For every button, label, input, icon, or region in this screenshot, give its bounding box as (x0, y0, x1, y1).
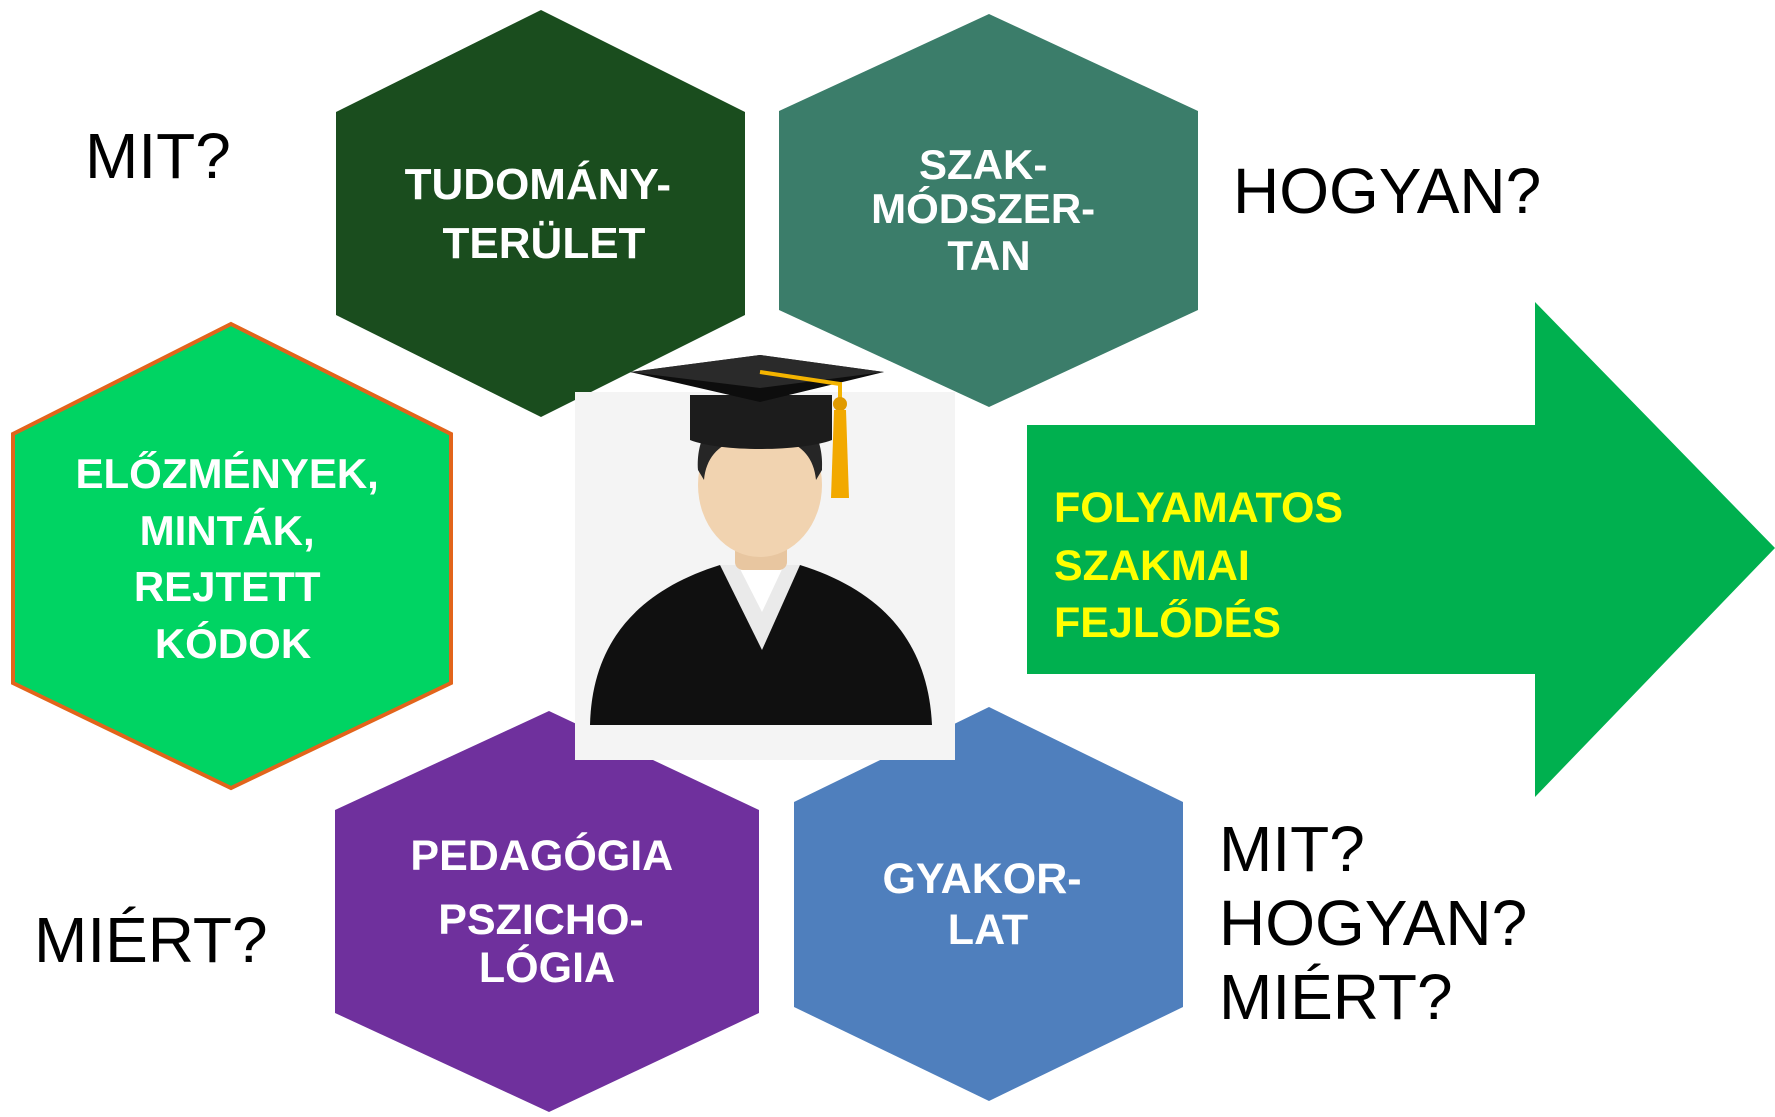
hex-szak-line-1: SZAK- (919, 141, 1047, 188)
collar-inner (738, 565, 784, 612)
hex-elozmenyek: ELŐZMÉNYEK, MINTÁK, REJTETT KÓDOK (11, 321, 453, 791)
question-miert: MIÉRT? (1219, 961, 1453, 1033)
hex-shape (11, 321, 453, 791)
hex-shape (794, 707, 1183, 1101)
hex-tudomany-line-1: TUDOMÁNY- (405, 159, 671, 209)
hex-elozmenyek-line-2: MINTÁK, (140, 507, 315, 554)
hex-gyakorlat-line-1: GYAKOR- (882, 855, 1081, 903)
arrow-shape (1027, 302, 1775, 797)
mortarboard-top (630, 355, 884, 388)
question-miert-bottom: MIÉRT? (34, 904, 268, 976)
face (698, 413, 822, 557)
svg-text:SZAK- MÓDSZER-: SZAK- MÓDSZER- TAN (871, 141, 1107, 279)
question-hogyan: HOGYAN? (1219, 887, 1528, 959)
hex-elozmenyek-line-3: REJTETT (134, 563, 321, 610)
tassel-cord (759, 370, 842, 400)
hex-gyakorlat: GYAKOR- LAT (794, 707, 1183, 1101)
hex-pedagogia-line-1: PEDAGÓGIA (410, 831, 672, 880)
hex-pedagogia-line-3: LÓGIA (479, 943, 615, 992)
hex-pedagogia-line-2: PSZICHO- (438, 896, 643, 944)
question-hogyan-top: HOGYAN? (1233, 155, 1542, 227)
svg-text:TUDOMÁNY- TERÜLET: TUDOMÁNY- TERÜLET (405, 159, 684, 268)
hex-tudomanyterulet: TUDOMÁNY- TERÜLET (336, 10, 745, 417)
hex-elozmenyek-line-4: KÓDOK (155, 619, 311, 667)
tassel-knot (833, 397, 847, 411)
hex-tudomany-line-2: TERÜLET (443, 219, 646, 268)
hex-shape (779, 14, 1198, 407)
hex-shape (336, 10, 745, 417)
hex-gyakorlat-line-2: LAT (948, 906, 1028, 954)
question-list-bottom-right: MIT? HOGYAN? MIÉRT? (1219, 812, 1527, 1034)
arrow-line-2: SZAKMAI (1054, 542, 1250, 590)
tassel (831, 410, 849, 498)
hex-szak-line-2: MÓDSZER- (871, 184, 1095, 232)
progress-arrow: FOLYAMATOS SZAKMAI FEJLŐDÉS (1027, 302, 1775, 797)
arrow-line-1: FOLYAMATOS (1054, 484, 1343, 532)
hex-elozmenyek-line-1: ELŐZMÉNYEK, (75, 450, 378, 497)
question-mit-top: MIT? (85, 120, 231, 192)
graduate-person-icon (575, 355, 955, 760)
question-mit: MIT? (1219, 813, 1365, 885)
svg-text:GYAKOR- LAT: GYAKOR- LAT (882, 855, 1093, 954)
cap-base (690, 395, 832, 440)
hex-pedagogia: PEDAGÓGIA PSZICHO- LÓGIA (335, 711, 759, 1112)
svg-text:ELŐZMÉNYEK, MINTÁK,: ELŐZMÉNYEK, MINTÁK, REJTETT KÓDOK (75, 450, 390, 667)
svg-text:PEDAGÓGIA PSZICHO-: PEDAGÓGIA PSZICHO- LÓGIA (410, 831, 683, 992)
arrow-line-3: FEJLŐDÉS (1054, 599, 1281, 647)
hex-szakmodszertan: SZAK- MÓDSZER- TAN (779, 14, 1198, 407)
svg-text:FOLYAMATOS SZAKMAI: FOLYAMATOS SZAKMAI FEJLŐDÉS (1054, 484, 1355, 647)
hex-shape (335, 711, 759, 1112)
hex-szak-line-3: TAN (947, 232, 1030, 279)
